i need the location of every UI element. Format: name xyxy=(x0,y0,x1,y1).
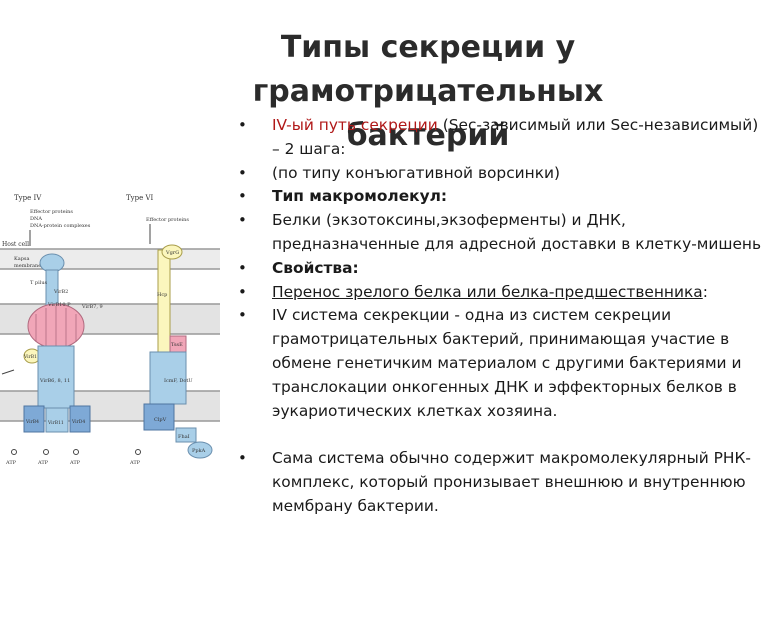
tsse-label: TssE xyxy=(171,342,183,348)
clpv-atpase xyxy=(143,403,175,431)
bullet-text: (по типу конъюгативной ворсинки) xyxy=(272,163,561,182)
periplasm-arrow xyxy=(1,369,15,375)
fha-label: FhaI xyxy=(178,434,190,440)
atp-marker xyxy=(11,449,17,455)
bullet-heading: Тип макромолекул: xyxy=(272,187,448,206)
type-vi-cargo: Effector proteins xyxy=(146,217,189,223)
type-iv-cargo-1: Effector proteins xyxy=(30,209,73,215)
host-cell-label: Host cell xyxy=(2,241,29,248)
vgrg-label: VgrG xyxy=(165,250,179,256)
bullet-text: : xyxy=(702,282,708,301)
virb4-label: VirB4 xyxy=(25,419,39,425)
virb4-right-atpase xyxy=(69,405,91,433)
atp-label: ATP xyxy=(5,460,17,466)
hcp-label: Hcp xyxy=(157,292,167,298)
bullet-item: Сама система обычно содержит макромолеку… xyxy=(234,447,764,518)
slide-title-line-1: Типы секреции у грамотрицательных xyxy=(252,30,604,109)
type-vi-label: Type VI xyxy=(126,194,154,202)
clpv-label: ClpV xyxy=(154,417,167,423)
bullet-text: Сама система обычно содержит макромолеку… xyxy=(272,449,751,515)
atp-marker xyxy=(135,449,141,455)
bullet-item: Тип макромолекул: xyxy=(234,185,764,209)
virb11-atpase xyxy=(45,407,69,433)
virb4-atpase xyxy=(23,405,45,433)
ppka-kinase xyxy=(187,441,213,459)
bullet-item: Перенос зрелого белка или белка-предшест… xyxy=(234,281,764,305)
virb2-label: VirB2 xyxy=(53,289,68,295)
virb7-9-label: VirB7, 9 xyxy=(81,304,103,310)
bullet-underlined-text: Перенос зрелого белка или белка-предшест… xyxy=(272,282,703,301)
virb6-11-channel xyxy=(37,345,75,409)
type-iv-cargo-2: DNA xyxy=(30,216,42,222)
atp-marker xyxy=(73,449,79,455)
vgrg-tip xyxy=(161,244,183,260)
bullet-heading: Свойства: xyxy=(272,258,359,277)
t-pilus-label: T pilus xyxy=(30,280,48,286)
type-iv-label: Type IV xyxy=(14,194,42,202)
virb10-label: VirB10 P xyxy=(47,302,71,308)
type-iv-tip xyxy=(39,253,65,273)
virb4-right-label: VirD4 xyxy=(71,419,85,425)
bullet-item: IV-ый путь секреции (Sec-зависимый или S… xyxy=(234,114,764,162)
ppka-label: PpkA xyxy=(192,448,206,454)
bullet-text: (Sec-зависимый или Sec-независимый) – 2 … xyxy=(272,116,759,158)
fha-protein xyxy=(175,427,197,443)
virb11-label: VirB11 xyxy=(47,420,64,426)
secretion-system-diagram: Type IV Effector proteins DNA DNA-protei… xyxy=(0,194,220,466)
virb1-label: VirB1 xyxy=(23,354,37,360)
bullet-text: Белки (экзотоксины,экзоферменты) и ДНК, … xyxy=(272,211,762,253)
atp-marker xyxy=(43,449,49,455)
bullet-text: IV система секрекции - одна из систем се… xyxy=(272,306,742,420)
atp-label: ATP xyxy=(37,460,49,466)
kapsa-label-2: membrane xyxy=(14,263,41,269)
bullet-item: Свойства: xyxy=(234,257,764,281)
bullet-item: IV система секрекции - одна из систем се… xyxy=(234,304,764,423)
kapsa-label-1: Kapsa xyxy=(14,256,29,262)
atp-label: ATP xyxy=(129,460,141,466)
bullet-red-text: IV-ый путь секреции xyxy=(272,116,438,134)
bullet-item: (по типу конъюгативной ворсинки) xyxy=(234,162,764,186)
type-iv-cargo-3: DNA-protein complexes xyxy=(30,223,91,229)
icmf-dotu-channel xyxy=(149,351,187,405)
bullet-list: IV-ый путь секреции (Sec-зависимый или S… xyxy=(234,114,764,519)
icmf-dotu-label: IcmF, DotU xyxy=(164,378,193,384)
atp-label: ATP xyxy=(69,460,81,466)
virb6-11-label: VirB6, 8, 11 xyxy=(39,378,70,384)
bullet-item: Белки (экзотоксины,экзоферменты) и ДНК, … xyxy=(234,209,764,257)
